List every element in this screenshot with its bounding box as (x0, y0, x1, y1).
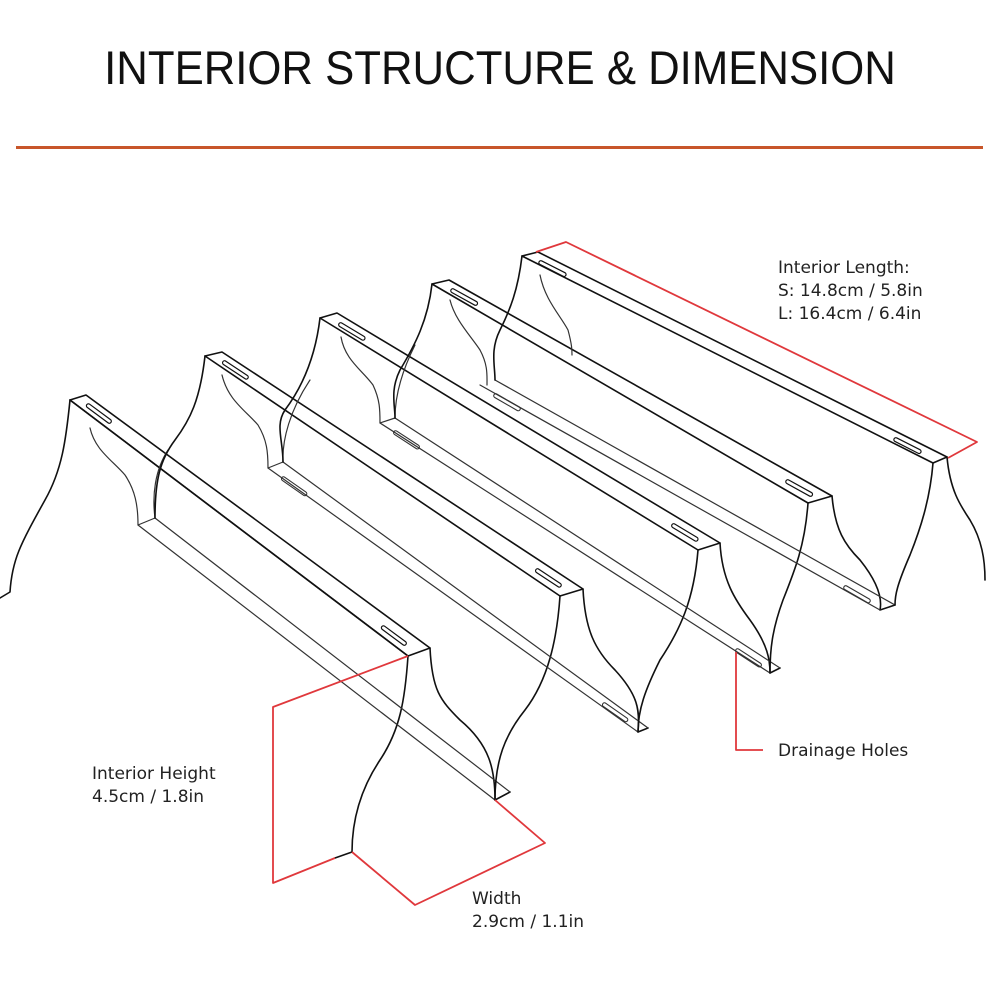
length-large: L: 16.4cm / 6.4in (778, 304, 922, 324)
height-dimension-line (272, 655, 409, 884)
width-value: 2.9cm / 1.1in (472, 912, 585, 932)
width-heading: Width (472, 889, 522, 909)
trough-4 (449, 299, 896, 611)
ridge-3 (279, 312, 781, 733)
ridge-4 (392, 279, 896, 674)
title-divider (16, 146, 983, 149)
height-value: 4.5cm / 1.8in (92, 787, 205, 807)
width-label: Width 2.9cm / 1.1in (472, 888, 584, 934)
length-label: Interior Length: S: 14.8cm / 5.8in L: 16… (778, 257, 923, 326)
height-label: Interior Height 4.5cm / 1.8in (92, 763, 216, 809)
length-heading: Interior Length: (778, 258, 910, 278)
page-title: INTERIOR STRUCTURE & DIMENSION (104, 41, 896, 94)
trough-2 (221, 374, 649, 733)
trough-3 (340, 336, 781, 674)
length-dimension-line (535, 241, 978, 459)
drainage-leader-line (735, 652, 763, 751)
trough-1 (89, 427, 511, 801)
drainage-label: Drainage Holes (778, 741, 909, 761)
length-small: S: 14.8cm / 5.8in (778, 281, 923, 301)
ridge-5 (492, 251, 986, 606)
ridge-1 (0, 394, 511, 859)
width-dimension-line (351, 799, 546, 906)
ridge-2 (154, 351, 649, 801)
height-heading: Interior Height (92, 764, 216, 784)
